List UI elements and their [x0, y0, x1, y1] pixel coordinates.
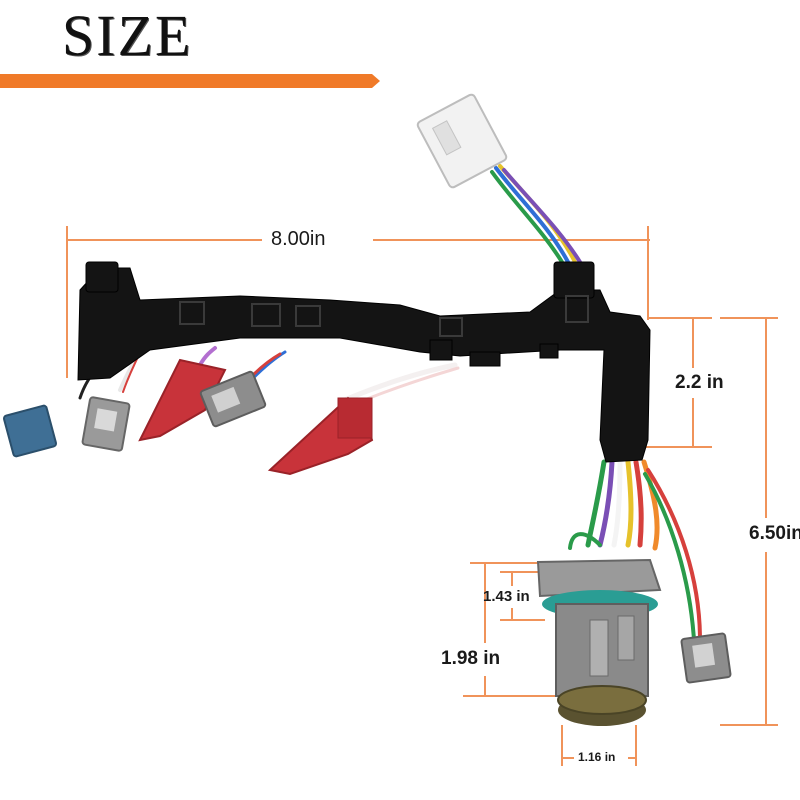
gray-connector-left	[81, 396, 131, 452]
title-accent-bar	[0, 74, 380, 88]
harness-clips	[179, 295, 589, 337]
drop-height-dimension-label: 2.2 in	[675, 372, 724, 393]
outer-diameter-dimension-label: 1.98 in	[441, 648, 501, 669]
gray-connector-right	[680, 632, 732, 684]
main-round-plug	[536, 558, 662, 726]
harness-carrier	[77, 261, 651, 463]
connector-width-dimension-label: 1.16 in	[578, 750, 616, 764]
total-height-dimension-label: 6.50in	[749, 523, 800, 544]
blue-connector	[2, 404, 58, 458]
gray-connector-middle	[199, 370, 267, 428]
inner-diameter-dimension-label: 1.43 in	[483, 588, 530, 605]
red-connector-large	[267, 396, 374, 476]
page-title: SIZE	[62, 3, 193, 68]
dimension-lines	[66, 226, 778, 766]
white-connector	[416, 93, 508, 189]
length-dimension-label: 8.00in	[268, 228, 329, 251]
